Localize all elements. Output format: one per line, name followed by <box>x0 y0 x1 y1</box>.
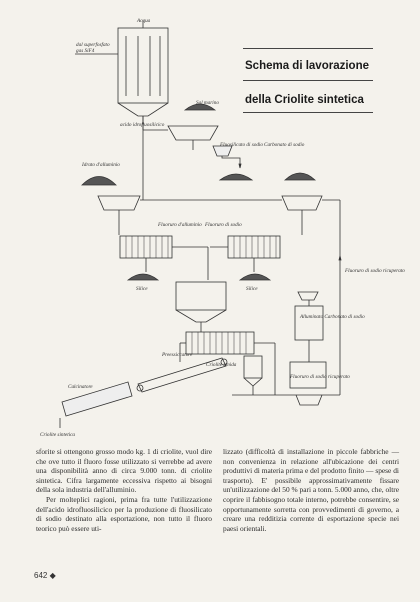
page-number: 642 ◆ <box>34 571 56 580</box>
reactor-2 <box>212 145 233 157</box>
process-diagram: dal superfosfato gas SiF4 Acqua acido id… <box>40 18 405 438</box>
tank-right <box>294 305 324 341</box>
reactor-left <box>97 195 141 211</box>
filter-press-bottom <box>185 331 255 355</box>
carbonate-pile <box>283 172 317 181</box>
label-acido: acido idrofluosilicico <box>120 121 165 128</box>
silica-pile-right <box>238 273 272 281</box>
title-rule-top <box>243 48 373 49</box>
cyclone <box>243 355 263 379</box>
label-fluoruro-recuperato: Fluoruro di sodio ricuperato <box>344 268 405 274</box>
paragraph-right: lizzato (difficoltà di installazione in … <box>223 447 399 533</box>
label-gas: gas SiF4 <box>76 47 95 54</box>
title-rule-mid <box>243 80 373 81</box>
label-silice-right: Silice <box>246 286 258 292</box>
silica-pile-left <box>126 273 160 281</box>
title-rule-bottom <box>243 112 373 113</box>
reactor-right <box>281 195 323 211</box>
label-superfosfato: dal superfosfato <box>76 41 110 48</box>
pre-dryer <box>137 357 227 393</box>
text-column-left: sforite si ottengono grosso modo kg. 1 d… <box>36 447 212 533</box>
title-line-1: Schema di lavorazione <box>245 60 369 72</box>
filter-press-left <box>119 235 173 259</box>
label-fluoruro-ricup: Fluoruro di sodio ricuperato <box>289 374 350 380</box>
hydrate-pile <box>81 176 117 186</box>
calciner <box>61 381 133 417</box>
tank-right-bottom <box>289 361 327 389</box>
paragraph-left-2: Per molteplici ragioni, prima fra tutte … <box>36 494 212 533</box>
label-criolite-sintetica: Criolite sintetica <box>40 432 75 438</box>
label-fluoruro-alluminio: Fluoruro d'alluminio <box>157 222 202 228</box>
crystallizer <box>175 281 227 311</box>
label-alluminio-carbonato: Alluminato Carbonato di sodio <box>299 314 365 320</box>
text-column-right: lizzato (difficoltà di installazione in … <box>223 447 399 533</box>
label-fluosilicato: Fluosilicato di sodio <box>219 142 263 148</box>
label-carbonato: Carbonato di sodio <box>264 142 305 148</box>
label-criolite-umida: Criolite umida <box>206 362 237 368</box>
label-sal-marino: Sal marino <box>196 100 219 106</box>
reactor-1 <box>167 125 219 141</box>
filter-press-right <box>227 235 281 259</box>
salt-pile <box>183 103 217 111</box>
label-silice-left: Silice <box>136 286 148 292</box>
title-line-2: della Criolite sintetica <box>245 94 364 106</box>
label-calcinatore: Calcinatore <box>68 384 93 390</box>
label-idrato: Idrato d'alluminio <box>81 162 120 168</box>
absorption-tower <box>117 27 169 104</box>
carbonate-pile-2 <box>218 173 254 181</box>
tank-top-right <box>297 291 319 301</box>
label-fluoruro-sodio: Fluoruro di sodio <box>204 222 242 228</box>
paragraph-left-1: sforite si ottengono grosso modo kg. 1 d… <box>36 447 212 495</box>
label-acqua: Acqua <box>136 18 151 24</box>
label-preessiccatore: Preessiccatore <box>161 352 193 358</box>
